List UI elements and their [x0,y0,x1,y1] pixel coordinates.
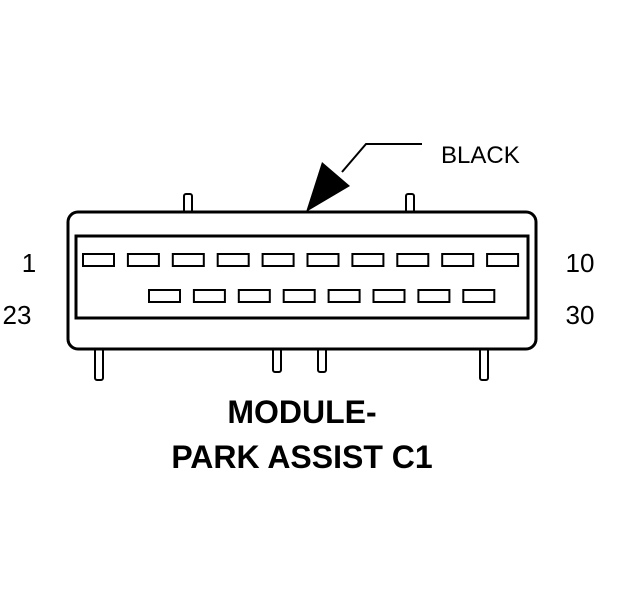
connector-body-outer [66,210,538,351]
cavity-row2-6 [372,289,406,303]
cavity-row2-7 [417,289,451,303]
cavity-row1-6 [306,253,340,267]
cavity-row2-3 [237,289,271,303]
cavity-group [82,253,520,303]
cavity-row1-7 [351,253,385,267]
bottom-pin-1 [94,345,104,381]
cavity-row1-9 [441,253,475,267]
pin-label-row2-start: 23 [3,300,32,330]
cavity-row1-2 [126,253,160,267]
cavity-row1-5 [261,253,295,267]
cavity-row2-5 [327,289,361,303]
cavity-row1-8 [396,253,430,267]
connector-title-line2: PARK ASSIST C1 [171,439,432,475]
cavity-row2-4 [282,289,316,303]
connector-color-label: BLACK [441,142,520,169]
pin-label-row1-start: 1 [22,248,36,278]
cavity-row2-2 [192,289,226,303]
bottom-pin-4 [479,345,489,381]
cavity-row1-4 [216,253,250,267]
leader-line [341,143,422,173]
pin-label-row2-end: 30 [566,300,595,330]
connector-body-inner [74,234,530,320]
connector-title-line1: MODULE- [227,394,376,430]
pin-label-row1-end: 10 [566,248,595,278]
cavity-row1-3 [171,253,205,267]
cavity-row2-1 [148,289,181,303]
cavity-row1-10 [486,253,520,267]
cavity-row1-1 [82,253,115,267]
pointer-arrow [306,162,350,212]
cavity-row2-8 [462,289,496,303]
